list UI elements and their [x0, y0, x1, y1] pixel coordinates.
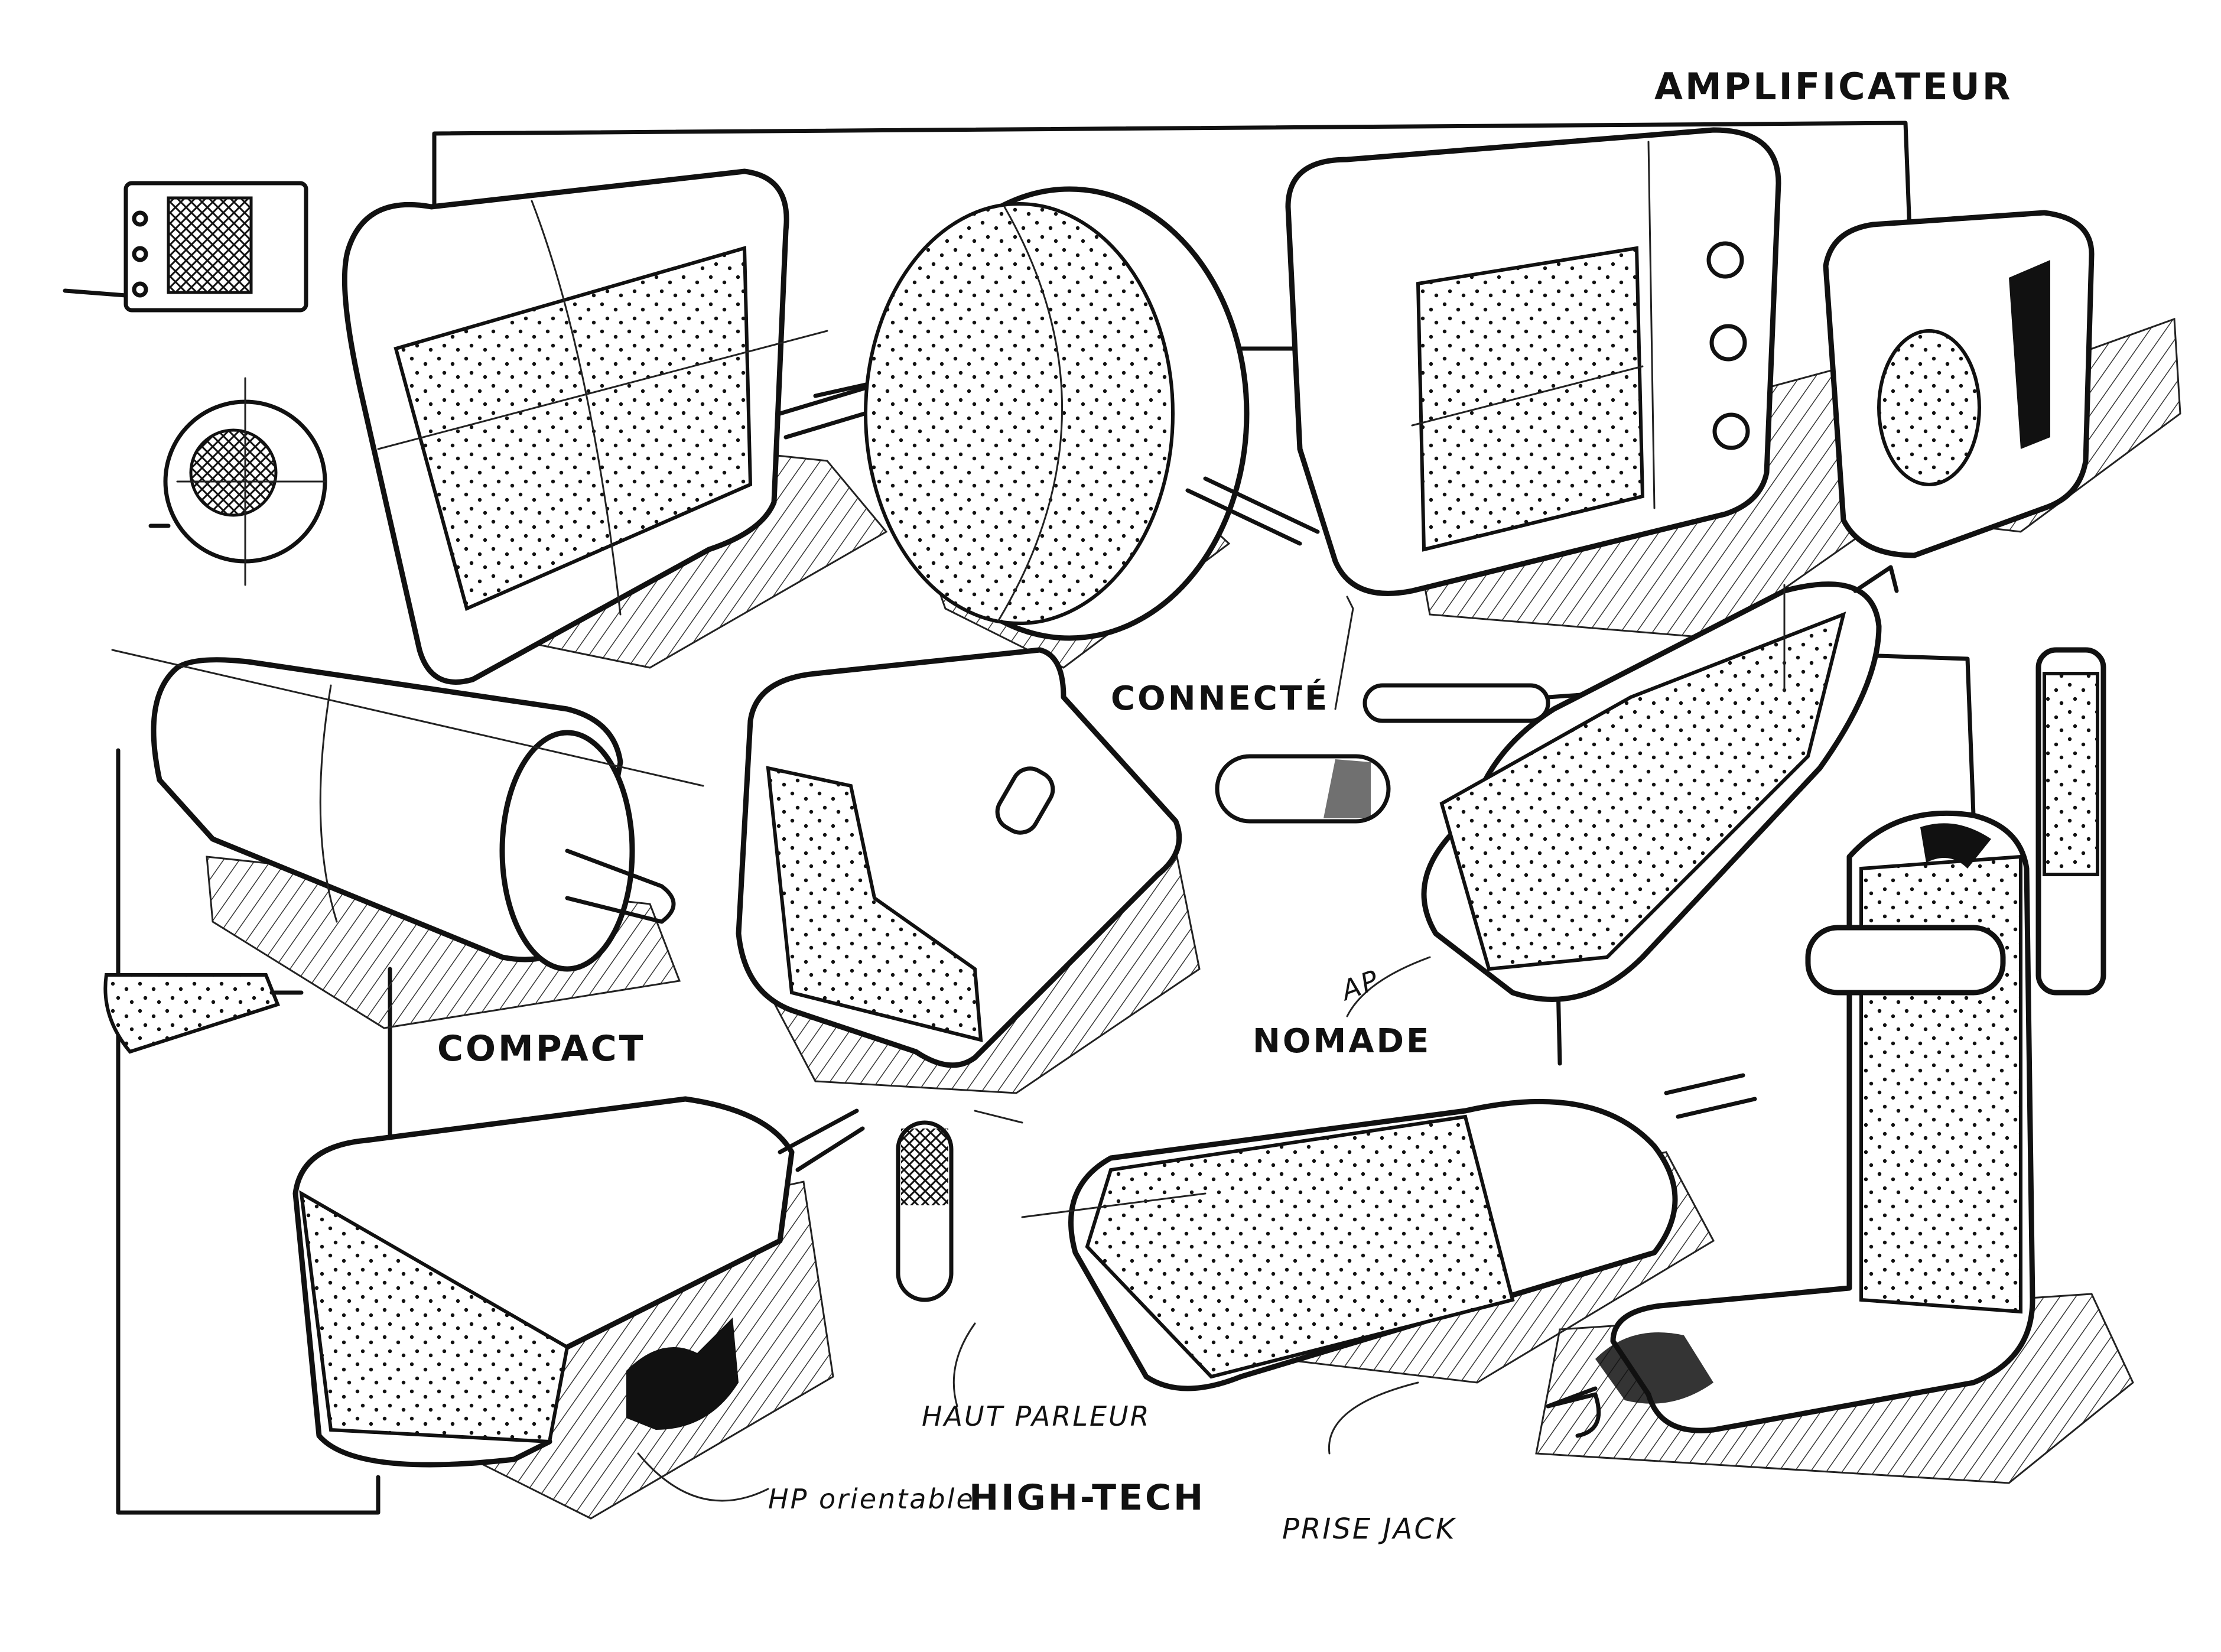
construction-lines — [111, 584, 1786, 1502]
label-nomade: NOMADE — [1253, 1022, 1432, 1061]
cylinder-speaker — [151, 657, 681, 1029]
label-prise-jack: PRISE JACK — [1282, 1513, 1456, 1546]
small-amp-icon — [63, 181, 308, 313]
small-triangle-icon — [103, 973, 304, 1054]
small-round-speaker-icon — [148, 377, 327, 586]
label-hp-orientable: HP orientable — [768, 1483, 975, 1515]
label-haut-parleur: HAUT PARLEUR — [922, 1400, 1151, 1432]
label-amplificateur: AMPLIFICATEUR — [1654, 65, 2013, 108]
cube-speaker — [1823, 210, 2181, 558]
wedge-speaker — [736, 647, 1201, 1094]
label-connecte: CONNECTÉ — [1111, 679, 1330, 718]
triangular-speaker — [292, 1096, 865, 1520]
round-speaker — [864, 186, 1320, 669]
capsule-icons — [896, 683, 1592, 1302]
amplifier-box — [1285, 127, 1951, 639]
capsule-speaker — [1421, 565, 1899, 1002]
label-high-tech: HIGH-TECH — [969, 1477, 1206, 1518]
screen-speaker — [342, 168, 924, 685]
long-tube-speaker — [1068, 1073, 1757, 1438]
label-compact: COMPACT — [437, 1028, 646, 1069]
